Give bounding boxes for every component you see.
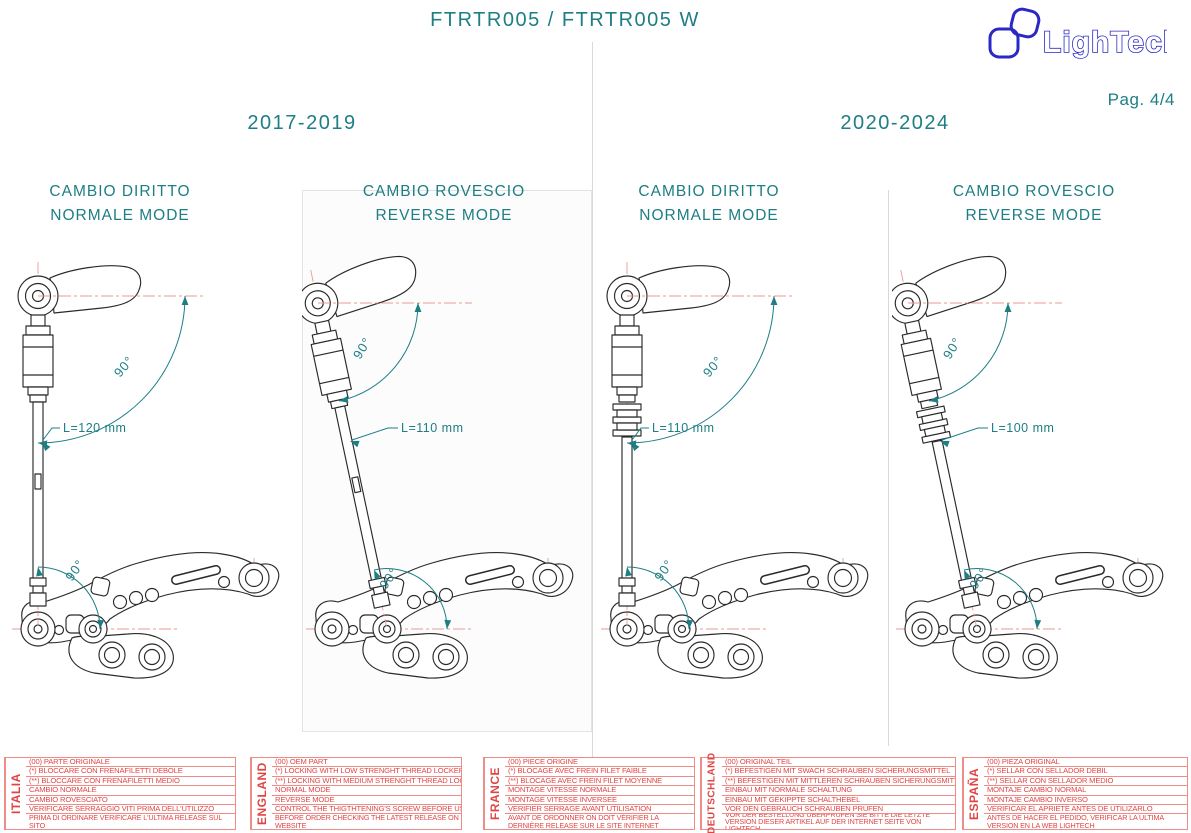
svg-text:90°: 90° — [651, 557, 676, 584]
svg-text:90°: 90° — [700, 353, 726, 380]
table-row: (00) ORIGINAL TEIL — [722, 758, 955, 768]
instructions-table-england: ENGLAND(00) OEM PART(*) LOCKING WITH LOW… — [250, 757, 462, 830]
table-row: VOR DEN GEBRAUCH SCHRAUBEN PRÜFEN — [722, 805, 955, 815]
table-row: VERIFIER SERRAGE AVANT UTILISATION — [505, 805, 694, 815]
table-row: PRIMA DI ORDINARE VERIFICARE L'ULTIMA RE… — [29, 814, 222, 829]
diagram-normale-2020: 90° L=110 mm 90° — [601, 262, 869, 679]
table-row: VERIFICAR EL APRIETE ANTES DE UTILIZARLO — [984, 805, 1187, 815]
table-row: CAMBIO NORMALE — [26, 786, 235, 796]
table-row: ANTES DE HACER EL PEDIDO, VERIFICAR LA U… — [987, 814, 1164, 829]
table-country-label: DEUTSCHLAND — [701, 753, 722, 833]
table-row: EINBAU MIT GEKIPPTE SCHALTHEBEL — [722, 796, 955, 805]
section-years-2020: 2020-2024 — [840, 112, 950, 134]
lightech-logo-text: LighTech — [1043, 26, 1167, 59]
table-row: VERIFICARE SERRAGGIO VITI PRIMA DELL'UTI… — [26, 805, 235, 815]
column-title-normale-2017: CAMBIO DIRITTO NORMALE MODE — [8, 180, 232, 228]
page-number: Pag. 4/4 — [1107, 90, 1175, 109]
svg-text:L=110 mm: L=110 mm — [652, 421, 714, 435]
section-years-2017: 2017-2019 — [247, 112, 357, 134]
svg-text:90°: 90° — [111, 353, 137, 380]
svg-text:L=100 mm: L=100 mm — [991, 421, 1054, 435]
center-divider — [592, 42, 593, 758]
title-line-2: NORMALE MODE — [639, 207, 779, 224]
instructions-table-italia: ITALIA(00) PARTE ORIGINALE(*) BLOCCARE C… — [4, 757, 236, 830]
table-country-label: ENGLAND — [251, 758, 272, 829]
svg-text:90°: 90° — [350, 334, 375, 361]
table-country-label: FRANCE — [484, 758, 505, 829]
table-row: MONTAJE CAMBIO INVERSO — [984, 796, 1187, 805]
instructions-table-espana: ESPAÑA(00) PIEZA ORIGINAL(*) SELLAR CON … — [962, 757, 1188, 830]
table-row: (*) BLOCCARE CON FRENAFILETTI DEBOLE — [26, 767, 235, 777]
instructions-table-deutschland: DEUTSCHLAND(00) ORIGINAL TEIL(*) BEFESTI… — [700, 753, 956, 833]
title-line-1: CAMBIO ROVESCIO — [362, 183, 526, 200]
table-row: (*) SELLAR CON SELLADOR DEBIL — [984, 767, 1187, 777]
table-row: EINBAU MIT NORMALE SCHALTUNG — [722, 786, 955, 796]
lightech-logo: LighTech — [985, 6, 1182, 69]
instructions-table-france: FRANCE(00) PIECE ORIGINE(*) BLOCAGE AVEC… — [483, 757, 695, 830]
table-row: (*) LOCKING WITH LOW STRENGHT THREAD LOC… — [272, 767, 461, 777]
table-row: NORMAL MODE — [272, 786, 461, 796]
table-row: BEFORE ORDER CHECKING THE LATEST RELEASE… — [275, 814, 459, 829]
title-line-2: NORMALE MODE — [50, 207, 190, 224]
column-title-normale-2020: CAMBIO DIRITTO NORMALE MODE — [597, 180, 821, 228]
svg-text:90°: 90° — [940, 334, 965, 361]
table-row: (00) PARTE ORIGINALE — [26, 758, 235, 768]
table-row: MONTAJE CAMBIO NORMAL — [984, 786, 1187, 796]
svg-text:90°: 90° — [62, 557, 87, 584]
diagram-normale-2017: 90° L=120 mm 90° — [12, 262, 280, 679]
column-divider-right — [888, 190, 889, 746]
lightech-logo-icon — [988, 7, 1041, 59]
table-row: (00) PIEZA ORIGINAL — [984, 758, 1187, 768]
column-title-rovescio-2020: CAMBIO ROVESCIO REVERSE MODE — [922, 180, 1146, 228]
table-row: (**) SELLAR CON SELLADOR MEDIO — [984, 777, 1187, 787]
svg-text:L=120 mm: L=120 mm — [63, 421, 126, 435]
table-row: (**) BLOCAGE AVEC FREIN FILET MOYENNE — [505, 777, 694, 787]
table-row: (**) LOCKING WITH MEDIUM STRENGHT THREAD… — [272, 777, 461, 787]
table-row: VOR DER BESTELLUNG ÜBERPRÜFEN SIE BITTE … — [725, 814, 930, 829]
column-rovescio-2020: CAMBIO ROVESCIO REVERSE MODE 90° L=100 mm… — [892, 180, 1182, 748]
title-line-1: CAMBIO DIRITTO — [638, 183, 780, 200]
table-row: (*) BEFESTIGEN MIT SWACH SCHRAUBEN SICHE… — [722, 767, 955, 777]
page-title: FTRTR005 / FTRTR005 W — [430, 9, 700, 31]
column-rovescio-2017: CAMBIO ROVESCIO REVERSE MODE 90° L=110 mm… — [302, 180, 592, 748]
table-row: (**) BEFESTIGEN MIT MITTLEREN SCHRAUBEN … — [722, 777, 955, 787]
title-line-2: REVERSE MODE — [375, 207, 513, 224]
table-row: (**) BLOCCARE CON FRENAFILETTI MEDIO — [26, 777, 235, 787]
title-line-1: CAMBIO ROVESCIO — [952, 183, 1116, 200]
title-line-1: CAMBIO DIRITTO — [49, 183, 191, 200]
table-row: AVANT DE ORDONNER ON DOIT VÉRIFIER LA DE… — [508, 814, 659, 829]
table-row: (*) BLOCAGE AVEC FREIN FILET FAIBLE — [505, 767, 694, 777]
table-row: CONTROL THE THIGTHTENING'S SCREW BEFORE … — [272, 805, 461, 815]
table-row: MONTAGE VITESSE NORMALE — [505, 786, 694, 796]
table-row: (00) PIECE ORIGINE — [505, 758, 694, 768]
table-country-label: ITALIA — [5, 758, 26, 829]
table-row: REVERSE MODE — [272, 796, 461, 805]
table-row: CAMBIO ROVESCIATO — [26, 796, 235, 805]
svg-text:L=110 mm: L=110 mm — [401, 421, 463, 435]
column-title-rovescio-2017: CAMBIO ROVESCIO REVERSE MODE — [332, 180, 556, 228]
title-line-2: REVERSE MODE — [965, 207, 1103, 224]
table-row: (00) OEM PART — [272, 758, 461, 768]
table-country-label: ESPAÑA — [963, 758, 984, 829]
table-row: MONTAGE VITESSE INVERSEE — [505, 796, 694, 805]
